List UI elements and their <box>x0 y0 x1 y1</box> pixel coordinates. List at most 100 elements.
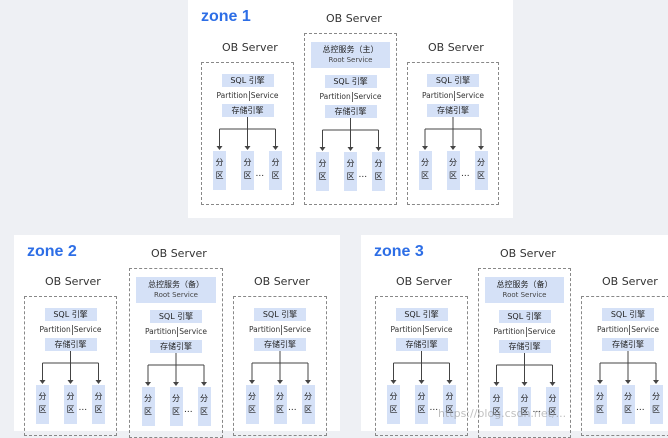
ellipsis: ... <box>78 403 88 413</box>
partition-char-2: 区 <box>271 171 280 180</box>
partition-char-1: 分 <box>38 392 47 401</box>
sql-engine-pill: SQL 引擎 <box>602 308 654 321</box>
partition-char-1: 分 <box>172 394 180 403</box>
root-service-subtitle: Root Service <box>502 291 547 299</box>
divider <box>71 325 73 335</box>
storage-engine-pill: 存储引擎 <box>427 104 479 117</box>
partition-tree-lines <box>39 351 102 384</box>
ellipsis: ... <box>532 405 542 415</box>
partition-char-2: 区 <box>421 171 429 180</box>
partition-char-2: 区 <box>548 407 557 416</box>
partition-block: 分区 <box>372 152 385 191</box>
partition-block: 分区 <box>197 387 211 426</box>
partition-char-1: 分 <box>200 394 208 403</box>
ellipsis: ... <box>636 403 645 413</box>
divider <box>629 325 631 335</box>
partition-block: 分区 <box>546 387 559 426</box>
partition-char-1: 分 <box>374 159 383 168</box>
partition-tree-lines <box>597 351 659 384</box>
storage-engine-pill: 存储引擎 <box>498 340 551 353</box>
partition-char-1: 分 <box>215 158 224 167</box>
partition-char-2: 区 <box>346 172 355 181</box>
divider <box>248 91 250 101</box>
partition-char-1: 分 <box>492 394 501 403</box>
partition-block: 分区 <box>418 151 432 190</box>
partition-block: 分区 <box>518 387 531 426</box>
partition-char-1: 分 <box>389 392 398 401</box>
service-label: Service <box>456 91 484 100</box>
root-service-box: 总控服务（备）Root Service <box>136 277 216 303</box>
partition-label: Partition <box>493 327 525 336</box>
root-server-label: OB Server <box>326 12 382 25</box>
partition-char-2: 区 <box>276 405 284 414</box>
partition-char-1: 分 <box>304 392 312 401</box>
service-label: Service <box>424 325 453 334</box>
partition-block: 分区 <box>316 152 329 191</box>
partition-block: 分区 <box>141 387 155 426</box>
partition-char-1: 分 <box>66 392 75 401</box>
partition-char-1: 分 <box>652 392 660 401</box>
service-label: Service <box>250 91 279 100</box>
root-server-label: OB Server <box>151 247 207 260</box>
partition-char-2: 区 <box>94 405 103 414</box>
partition-block: 分区 <box>273 385 287 424</box>
ob-server-label: OB Server <box>428 41 484 54</box>
storage-engine-pill: 存储引擎 <box>324 105 377 118</box>
partition-char-2: 区 <box>520 407 529 416</box>
ob-server-label: OB Server <box>45 275 101 288</box>
partition-char-2: 区 <box>449 171 457 180</box>
root-service-subtitle: Root Service <box>328 56 373 64</box>
watermark: https://blog.csdn.net/... <box>438 407 567 420</box>
partition-label: Partition <box>319 92 351 101</box>
partition-char-2: 区 <box>477 171 485 180</box>
service-label: Service <box>179 327 207 336</box>
divider <box>422 325 424 335</box>
partition-block: 分区 <box>443 385 456 424</box>
partition-block: 分区 <box>490 387 503 426</box>
divider <box>454 91 456 101</box>
partition-label: Partition <box>597 325 629 334</box>
partition-block: 分区 <box>301 385 315 424</box>
partition-tree-lines <box>493 353 556 386</box>
zone-title: zone 2 <box>27 243 77 260</box>
ob-server-box <box>407 62 499 205</box>
partition-char-2: 区 <box>172 407 180 416</box>
partition-char-2: 区 <box>417 405 426 414</box>
partition-tree-lines <box>249 351 311 384</box>
partition-char-1: 分 <box>449 158 457 167</box>
service-label: Service <box>73 325 102 334</box>
divider <box>177 327 179 337</box>
partition-label: Partition <box>145 327 177 336</box>
sql-engine-pill: SQL 引擎 <box>324 75 377 88</box>
ob-server-box <box>201 62 294 205</box>
partition-label: Partition <box>39 325 71 334</box>
storage-engine-pill: 存储引擎 <box>221 104 274 117</box>
sql-engine-pill: SQL 引擎 <box>221 74 274 87</box>
sql-engine-pill: SQL 引擎 <box>150 310 202 323</box>
root-service-title: 总控服务（备） <box>496 280 553 289</box>
partition-block: 分区 <box>36 385 49 424</box>
ellipsis: ... <box>358 170 368 180</box>
root-service-subtitle: Root Service <box>154 291 198 299</box>
partition-char-1: 分 <box>417 392 426 401</box>
sql-engine-pill: SQL 引擎 <box>395 308 448 321</box>
ob-server-label: OB Server <box>602 275 658 288</box>
partition-block: 分区 <box>269 151 282 190</box>
partition-char-2: 区 <box>144 407 152 416</box>
partition-block: 分区 <box>213 151 226 190</box>
partition-tree-lines <box>319 118 382 151</box>
partition-char-2: 区 <box>624 405 632 414</box>
divider <box>525 327 527 337</box>
partition-tree-lines <box>390 351 453 384</box>
partition-label: Partition <box>422 91 454 100</box>
partition-char-1: 分 <box>94 392 103 401</box>
